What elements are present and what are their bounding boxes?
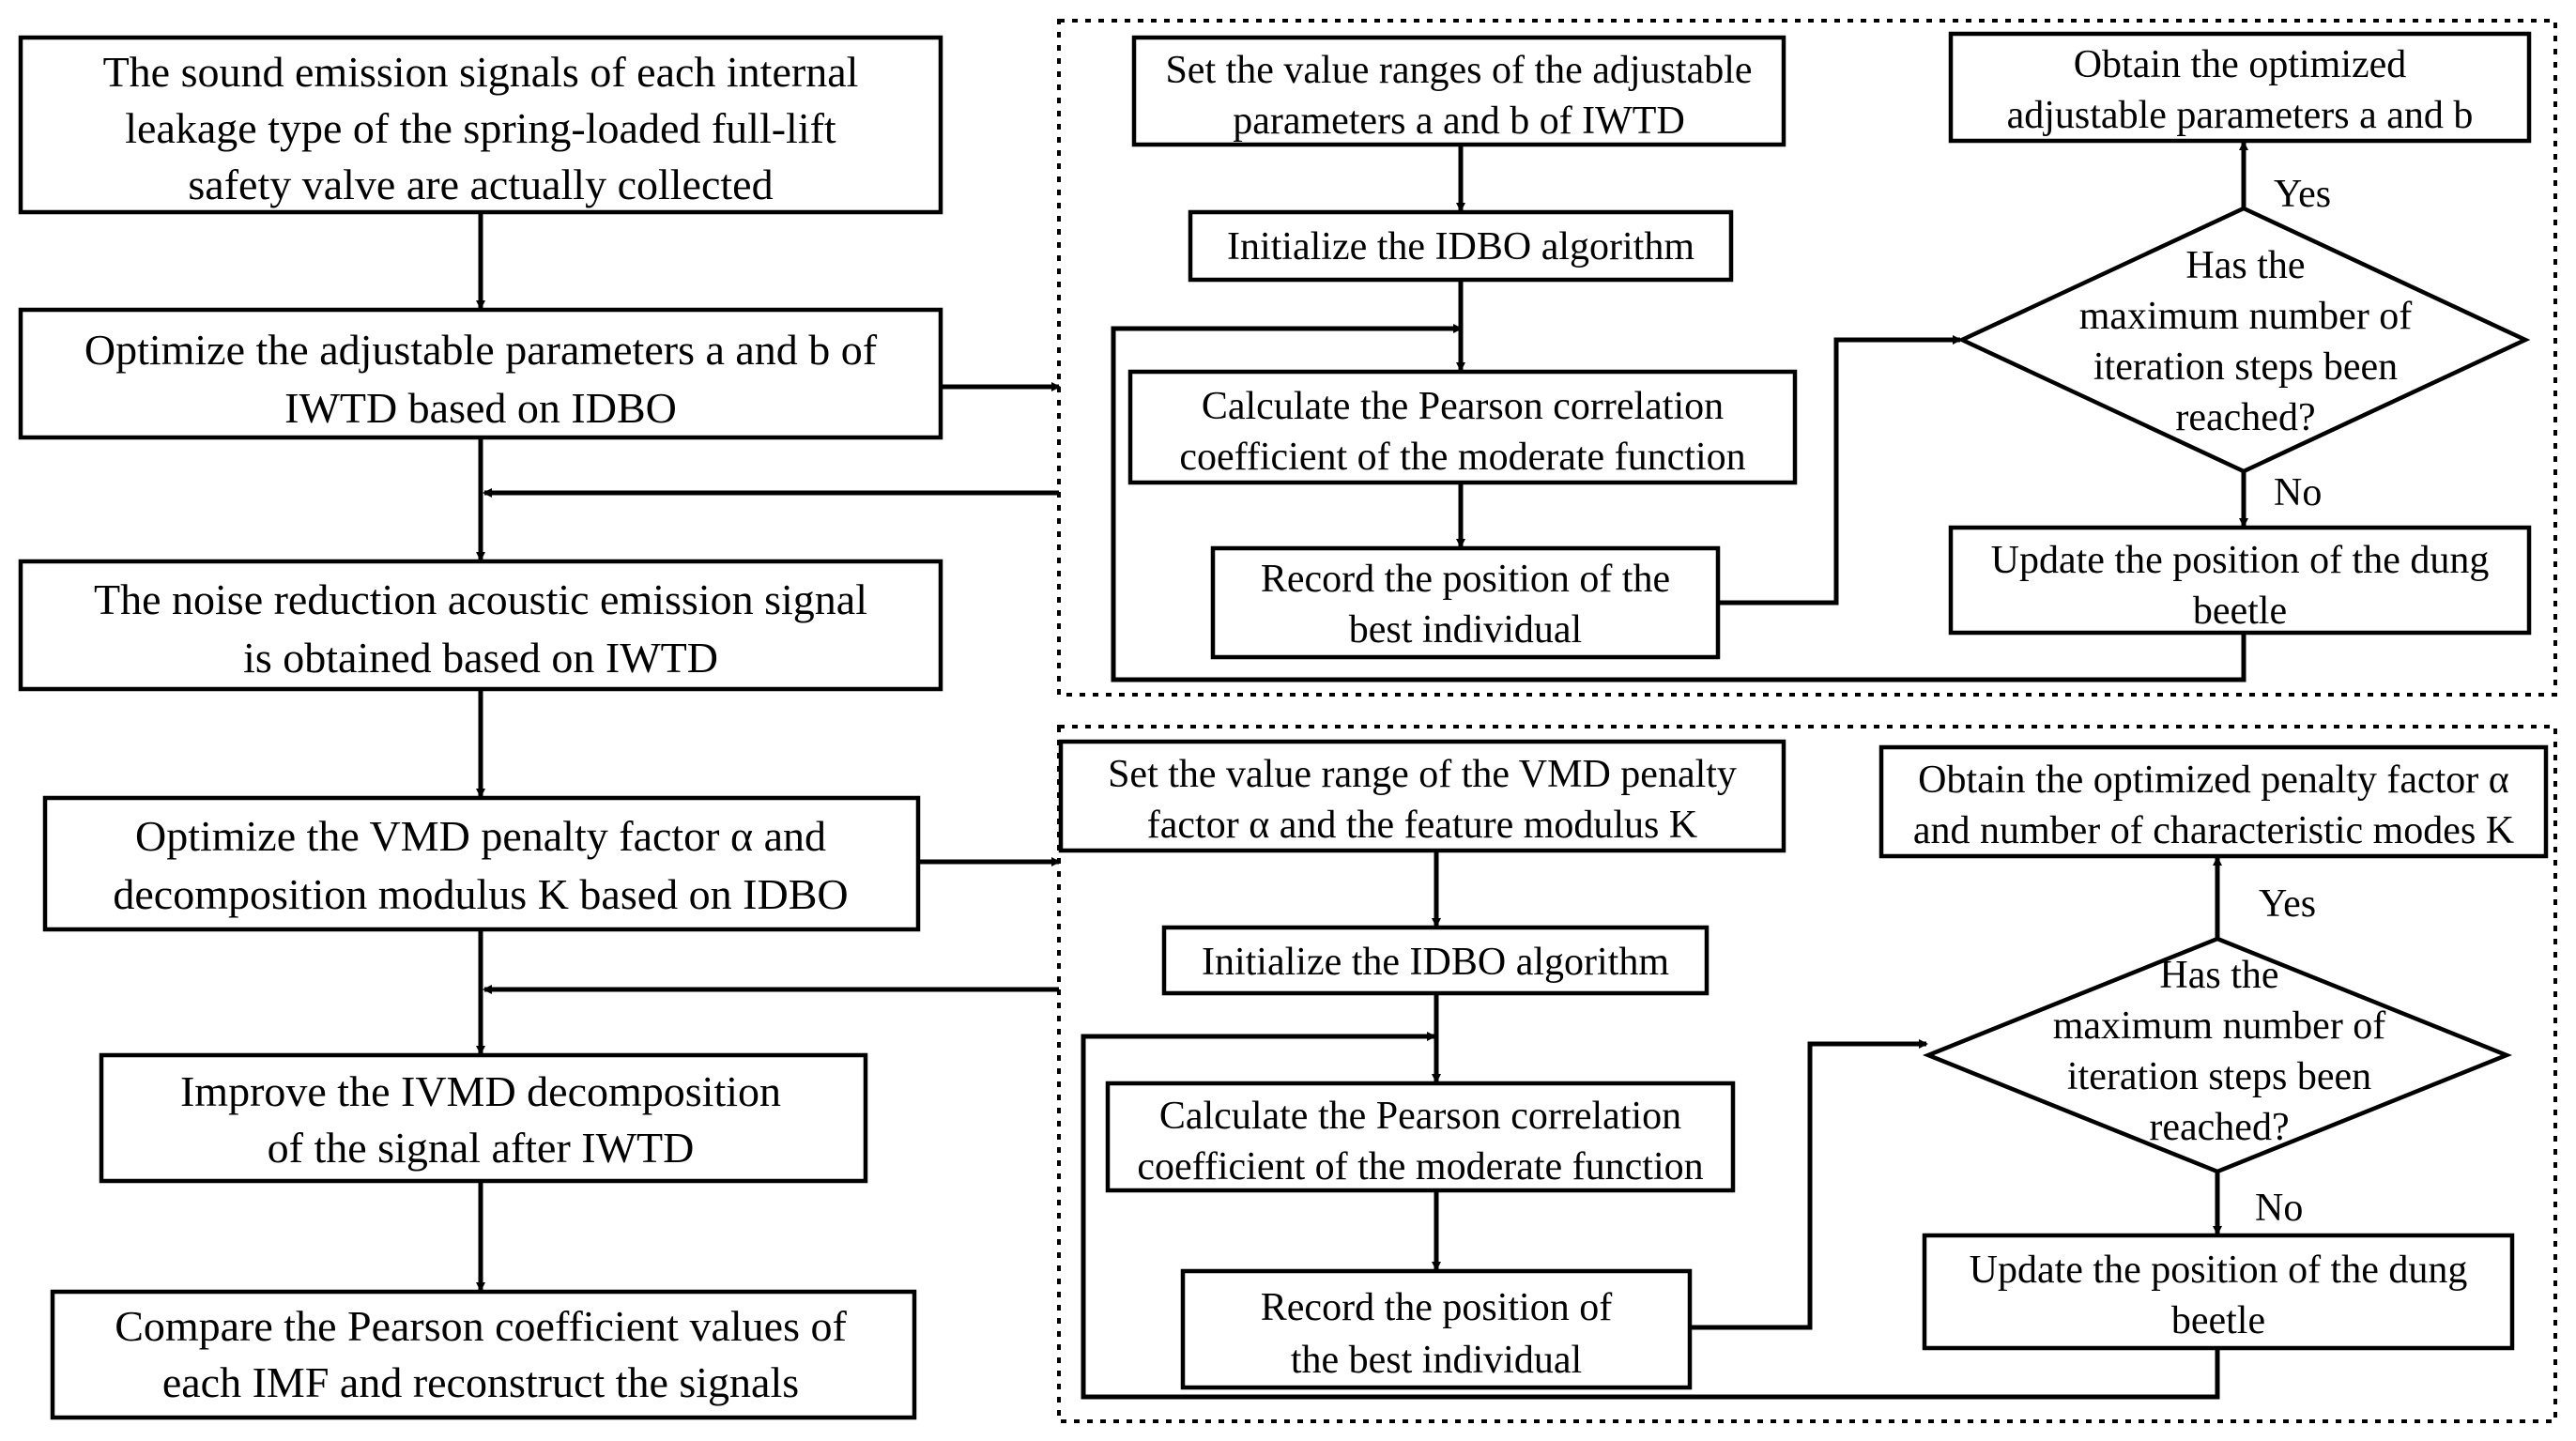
top-calc-line-2: coefficient of the moderate function (1179, 436, 1745, 479)
top-decision-diamond: Has the maximum number of iteration step… (1956, 206, 2531, 474)
top-panel-frame (1057, 19, 2557, 697)
bottom-yes-label: Yes (2259, 882, 2316, 926)
main-step-2-line-1: Optimize the adjustable parameters a and… (84, 326, 878, 374)
bottom-decision-line-4: reached? (2149, 1106, 2289, 1149)
main-step-3-line-2: is obtained based on IWTD (243, 634, 718, 682)
main-step-4-line-1: Optimize the VMD penalty factor α and (135, 812, 826, 860)
bottom-calc-line-1: Calculate the Pearson correlation (1159, 1095, 1681, 1138)
top-set-range-line-1: Set the value ranges of the adjustable (1165, 49, 1752, 92)
main-step-1-line-3: safety valve are actually collected (188, 161, 773, 208)
main-step-1: The sound emission signals of each inter… (18, 35, 943, 215)
main-step-1-line-1: The sound emission signals of each inter… (103, 48, 859, 96)
bottom-record-line-2: the best individual (1291, 1339, 1582, 1382)
bottom-decision-line-3: iteration steps been (2067, 1055, 2371, 1098)
bottom-set-range-line-2: factor α and the feature modulus K (1147, 804, 1697, 847)
top-decision-line-4: reached? (2175, 396, 2315, 439)
bottom-set-range-box: Set the value range of the VMD penalty f… (1058, 739, 1786, 853)
main-step-4-line-2: decomposition modulus K based on IDBO (113, 870, 848, 918)
top-update-line-1: Update the position of the dung (1991, 539, 2490, 582)
main-step-2: Optimize the adjustable parameters a and… (18, 307, 943, 440)
top-yes-label: Yes (2274, 173, 2331, 216)
bottom-calc-box: Calculate the Pearson correlation coeffi… (1105, 1081, 1736, 1193)
bottom-update-line-1: Update the position of the dung (1970, 1249, 2468, 1292)
top-decision-line-1: Has the (2185, 244, 2305, 287)
bottom-init-box: Initialize the IDBO algorithm (1161, 925, 1710, 996)
bottom-arrow-update-loop (1081, 1032, 2220, 1400)
top-set-range-line-2: parameters a and b of IWTD (1233, 100, 1685, 143)
top-arrow-update-loop (1111, 324, 2246, 682)
bottom-arrow-record-to-decision (1690, 1039, 1928, 1330)
main-step-5-line-2: of the signal after IWTD (268, 1124, 695, 1172)
top-init-box: Initialize the IDBO algorithm (1188, 209, 1734, 283)
bottom-update-line-2: beetle (2171, 1299, 2265, 1342)
top-obtain-box: Obtain the optimized adjustable paramete… (1948, 31, 2532, 144)
bottom-obtain-line-1: Obtain the optimized penalty factor α (1918, 759, 2509, 802)
main-step-5: Improve the IVMD decomposition of the si… (99, 1052, 868, 1184)
top-arrow-record-to-decision (1718, 335, 1962, 606)
top-decision-line-3: iteration steps been (2093, 345, 2398, 389)
main-step-6-line-2: each IMF and reconstruct the signals (162, 1358, 799, 1406)
bottom-record-box: Record the position of the best individu… (1180, 1268, 1693, 1390)
top-init-label: Initialize the IDBO algorithm (1227, 225, 1694, 268)
bottom-obtain-box: Obtain the optimized penalty factor α an… (1878, 744, 2549, 859)
bottom-set-range-line-1: Set the value range of the VMD penalty (1108, 753, 1737, 796)
top-calc-line-1: Calculate the Pearson correlation (1202, 385, 1724, 428)
top-obtain-line-1: Obtain the optimized (2074, 43, 2407, 86)
bottom-decision-line-2: maximum number of (2053, 1004, 2386, 1048)
main-step-3-line-1: The noise reduction acoustic emission si… (94, 575, 867, 623)
main-step-5-line-1: Improve the IVMD decomposition (180, 1067, 781, 1115)
bottom-calc-line-2: coefficient of the moderate function (1137, 1145, 1703, 1188)
bottom-record-line-1: Record the position of (1261, 1286, 1612, 1329)
main-step-2-line-2: IWTD based on IDBO (284, 384, 677, 432)
top-record-line-1: Record the position of the (1261, 558, 1670, 601)
bottom-update-box: Update the position of the dung beetle (1922, 1233, 2515, 1351)
top-decision-line-2: maximum number of (2079, 295, 2413, 338)
bottom-obtain-line-2: and number of characteristic modes K (1913, 809, 2514, 852)
top-record-box: Record the position of the best individu… (1210, 545, 1721, 660)
bottom-decision-line-1: Has the (2159, 954, 2278, 997)
main-step-3: The noise reduction acoustic emission si… (18, 559, 943, 692)
bottom-decision-diamond: Has the maximum number of iteration step… (1922, 936, 2513, 1174)
main-step-1-line-2: leakage type of the spring-loaded full-l… (125, 104, 836, 152)
bottom-init-label: Initialize the IDBO algorithm (1202, 941, 1669, 984)
top-update-box: Update the position of the dung beetle (1948, 525, 2532, 636)
top-update-line-2: beetle (2193, 590, 2287, 633)
bottom-no-label: No (2255, 1187, 2303, 1230)
main-step-6: Compare the Pearson coefficient values o… (50, 1289, 917, 1420)
main-step-4: Optimize the VMD penalty factor α and de… (42, 795, 921, 932)
main-step-6-line-1: Compare the Pearson coefficient values o… (115, 1302, 847, 1350)
top-set-range-box: Set the value ranges of the adjustable p… (1131, 35, 1786, 147)
top-calc-box: Calculate the Pearson correlation coeffi… (1127, 369, 1798, 485)
bottom-panel-frame (1057, 725, 2557, 1423)
top-record-line-2: best individual (1349, 608, 1582, 652)
top-no-label: No (2274, 471, 2322, 514)
top-obtain-line-2: adjustable parameters a and b (2007, 94, 2474, 137)
